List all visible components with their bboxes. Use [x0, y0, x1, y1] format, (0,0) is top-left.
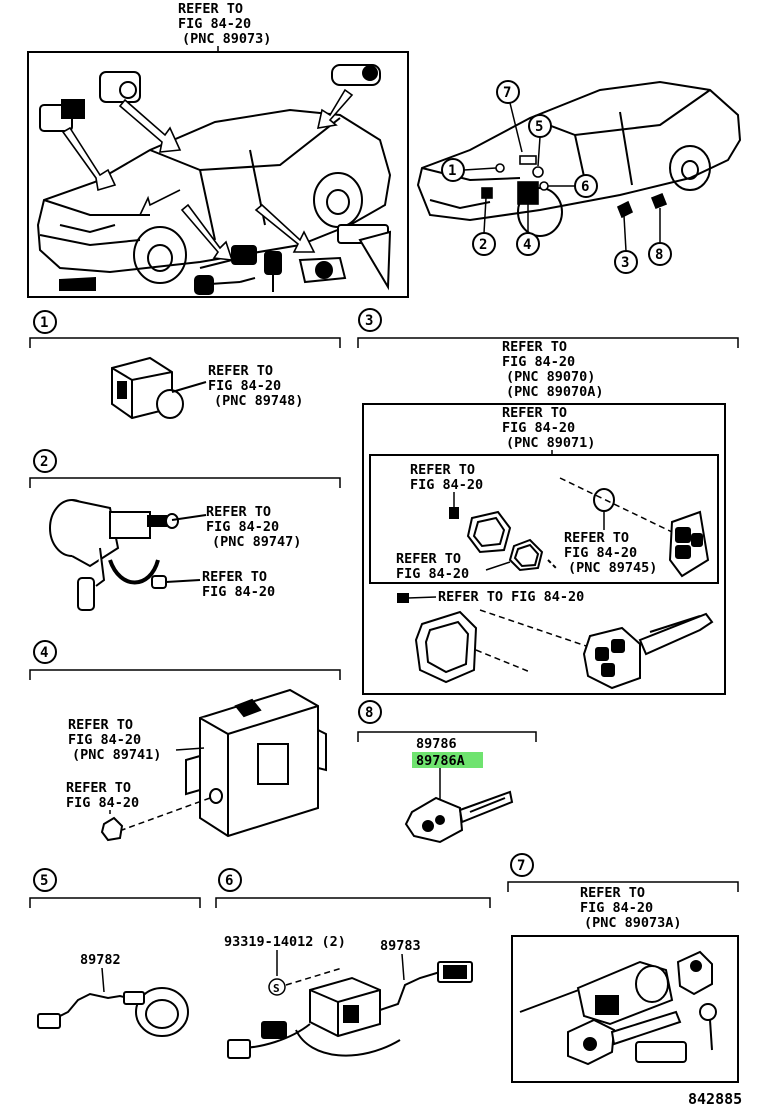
sec6-num: 6 — [225, 873, 233, 889]
sec1-switch-part — [111, 356, 207, 420]
top-ref-line2: FIG 84-20 — [178, 16, 251, 32]
sec8-bracket — [357, 731, 537, 742]
sec1-ref-1: REFER TO — [208, 363, 273, 379]
figure-id: 842885 — [688, 1090, 742, 1108]
sec8-num: 8 — [365, 705, 373, 721]
sec3-ref-outer-3: (PNC 89070) — [506, 369, 595, 385]
sec3-ref-inner-3: (PNC 89071) — [506, 435, 595, 451]
pointer-arrows — [61, 88, 354, 261]
sec6-switch-harness — [227, 961, 473, 1059]
sec3-ref-gasket-2: FIG 84-20 — [396, 566, 469, 582]
callout-4: 4 — [523, 237, 531, 253]
sec2-ref-b-1: REFER TO — [202, 569, 267, 585]
sec4-ref-a-2: FIG 84-20 — [68, 732, 141, 748]
sec1-ref-3: (PNC 89748) — [214, 393, 303, 409]
sec5-num: 5 — [40, 873, 48, 889]
sec6-bubble — [218, 868, 242, 892]
sec8-highlight — [412, 752, 483, 768]
sec3-ref-key-screw: REFER TO FIG 84-20 — [438, 589, 584, 605]
top-ref-line1: REFER TO — [178, 1, 243, 17]
sec8-bubble — [358, 700, 382, 724]
sec3-ref-screw-1: REFER TO — [410, 462, 475, 478]
sec1-bubble — [33, 310, 57, 334]
sec6-bracket — [215, 897, 491, 908]
sec7-bracket — [507, 881, 739, 892]
callout-6: 6 — [581, 179, 589, 195]
sec7-frame — [511, 935, 739, 1083]
sec6-s-mark — [268, 978, 286, 996]
callout-5: 5 — [535, 119, 543, 135]
sec3-ref-battery-2: FIG 84-20 — [564, 545, 637, 561]
sec5-bracket — [29, 897, 201, 908]
sec7-ref-1: REFER TO — [580, 885, 645, 901]
sec7-lock-set — [519, 950, 717, 1066]
callout-7: 7 — [503, 85, 511, 101]
sec4-ref-a-1: REFER TO — [68, 717, 133, 733]
sec3-bracket — [357, 337, 739, 348]
sec2-num: 2 — [40, 454, 48, 470]
sec7-bubble — [510, 853, 534, 877]
sedan-illustration-left — [36, 108, 392, 284]
sec3-ref-gasket-1: REFER TO — [396, 551, 461, 567]
sec1-num: 1 — [40, 315, 48, 331]
sec6-part: 89783 — [380, 938, 421, 954]
vehicle-panel-frame — [27, 51, 409, 298]
sec8-part-a: 89786 — [416, 736, 457, 752]
sec7-ref-2: FIG 84-20 — [580, 900, 653, 916]
sec4-bracket — [29, 669, 341, 680]
sec8-part-b: 89786A — [416, 753, 465, 769]
callout-3: 3 — [621, 255, 629, 271]
sec3-key-parts — [397, 593, 714, 690]
right-car-parts — [481, 155, 668, 219]
sec8-key — [404, 790, 514, 844]
sedan-illustration-right — [416, 80, 742, 237]
sec2-lock-cylinder — [49, 499, 207, 611]
sec3-ref-battery-3: (PNC 89745) — [568, 560, 657, 576]
callout-8: 8 — [655, 247, 663, 263]
sec3-ref-inner-2: FIG 84-20 — [502, 420, 575, 436]
sec3-bubble — [358, 308, 382, 332]
callout-7-bubble — [496, 80, 520, 104]
sec2-ref-a-1: REFER TO — [206, 504, 271, 520]
sec2-ref-a-3: (PNC 89747) — [212, 534, 301, 550]
sec4-num: 4 — [40, 645, 48, 661]
lock-parts-cluster — [39, 64, 392, 295]
sec3-ref-outer-1: REFER TO — [502, 339, 567, 355]
sec7-num: 7 — [517, 858, 525, 874]
sec1-bracket — [29, 337, 341, 348]
sec6-bolt: 93319-14012 (2) — [224, 934, 346, 950]
sec7-ref-3: (PNC 89073A) — [584, 915, 682, 931]
sec3-ref-outer-4: (PNC 89070A) — [506, 384, 604, 400]
sec2-ref-b-2: FIG 84-20 — [202, 584, 275, 600]
sec3-transmitter-parts — [449, 477, 710, 578]
callout-1: 1 — [448, 163, 456, 179]
top-ref-line3: (PNC 89073) — [182, 31, 271, 47]
sec3-outer-frame — [362, 403, 726, 695]
sec1-ref-2: FIG 84-20 — [208, 378, 281, 394]
sec4-control-unit — [100, 688, 327, 842]
sec4-ref-a-3: (PNC 89741) — [72, 747, 161, 763]
sec3-ref-screw-2: FIG 84-20 — [410, 477, 483, 493]
sec3-inner-frame — [369, 454, 719, 584]
sec2-bubble — [33, 449, 57, 473]
sec3-ref-inner-1: REFER TO — [502, 405, 567, 421]
callout-bubbles — [441, 80, 672, 274]
sec5-part: 89782 — [80, 952, 121, 968]
sec3-num: 3 — [365, 313, 373, 329]
sec4-bubble — [33, 640, 57, 664]
sec2-ref-a-2: FIG 84-20 — [206, 519, 279, 535]
sec3-ref-battery-1: REFER TO — [564, 530, 629, 546]
sec4-ref-b-2: FIG 84-20 — [66, 795, 139, 811]
sec2-bracket — [29, 477, 341, 488]
sec5-bubble — [33, 868, 57, 892]
sec5-immobilizer-coil — [37, 987, 189, 1037]
sec3-ref-outer-2: FIG 84-20 — [502, 354, 575, 370]
callout-2: 2 — [479, 237, 487, 253]
sec4-ref-b-1: REFER TO — [66, 780, 131, 796]
sec6-s-letter: S — [273, 982, 280, 995]
